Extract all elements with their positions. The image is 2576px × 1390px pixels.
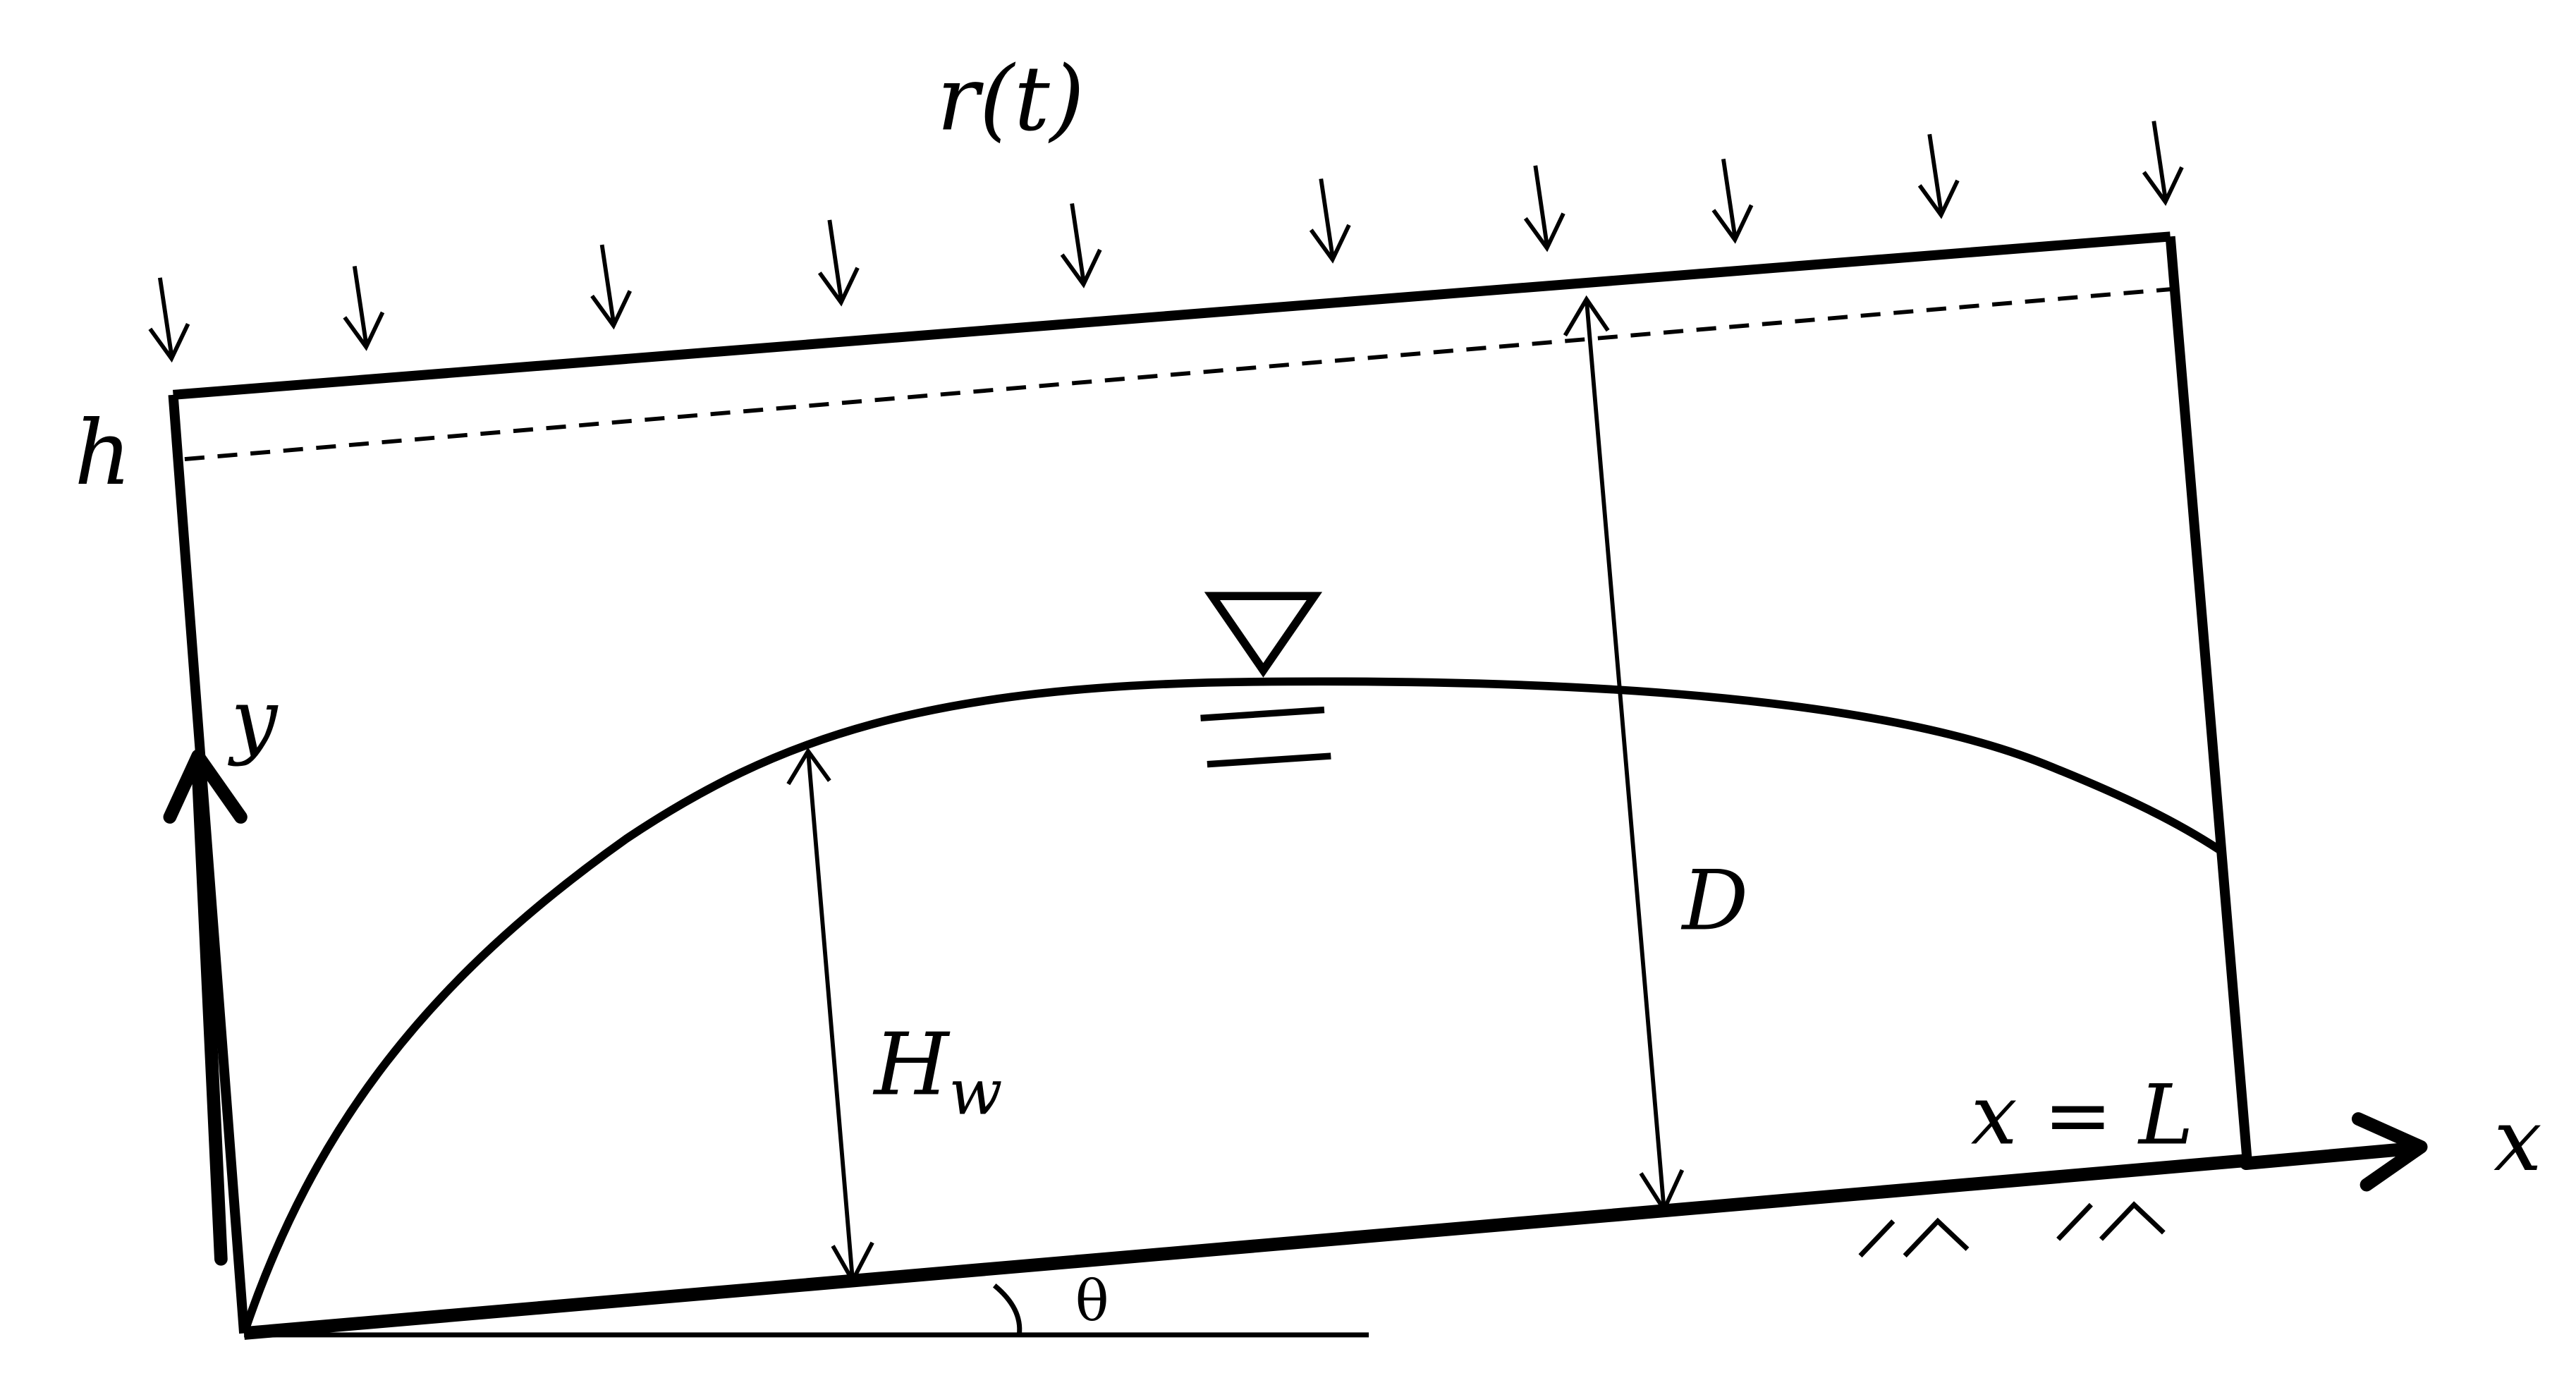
rain-arrow-icon [1917,133,1960,219]
rain-arrow-icon [148,277,190,363]
water-height-label: Hw [872,1014,1002,1128]
water-table-triangle-icon [1200,592,1331,768]
y-axis-arrow [163,749,248,1266]
water-table-curve [240,677,2223,1335]
rain-arrow-icon [1523,165,1565,252]
x-axis-arrow [2239,1112,2428,1192]
hatched-ground-icon [1858,1201,2166,1258]
rain-arrow-icon [1060,203,1102,288]
bottom-boundary [243,1153,2252,1340]
rain-arrow-icon [1309,178,1351,264]
angle-label: θ [1075,1268,1109,1334]
water-height-dimension [786,747,874,1285]
rainfall-arrows [148,121,2184,363]
y-axis-label: y [227,671,279,767]
dashed-surface-line [184,287,2171,461]
boundary-label: x = L [1971,1067,2194,1164]
rain-arrow-icon [817,219,860,307]
rain-label: r(t) [936,47,1085,150]
rain-arrow-icon [590,244,633,330]
x-axis-label: x [2493,1090,2542,1190]
rain-arrow-icon [1711,159,1754,244]
angle-arc [992,1284,1023,1336]
top-boundary [173,231,2171,400]
rain-arrow-icon [343,266,385,351]
depth-label: D [1680,853,1748,949]
water-height-main: H [872,1014,951,1114]
depth-dimension [1563,295,1685,1214]
water-height-subscript: w [949,1056,1003,1129]
h-label: h [74,401,131,505]
right-boundary [2165,236,2253,1169]
rain-arrow-icon [2142,121,2184,206]
